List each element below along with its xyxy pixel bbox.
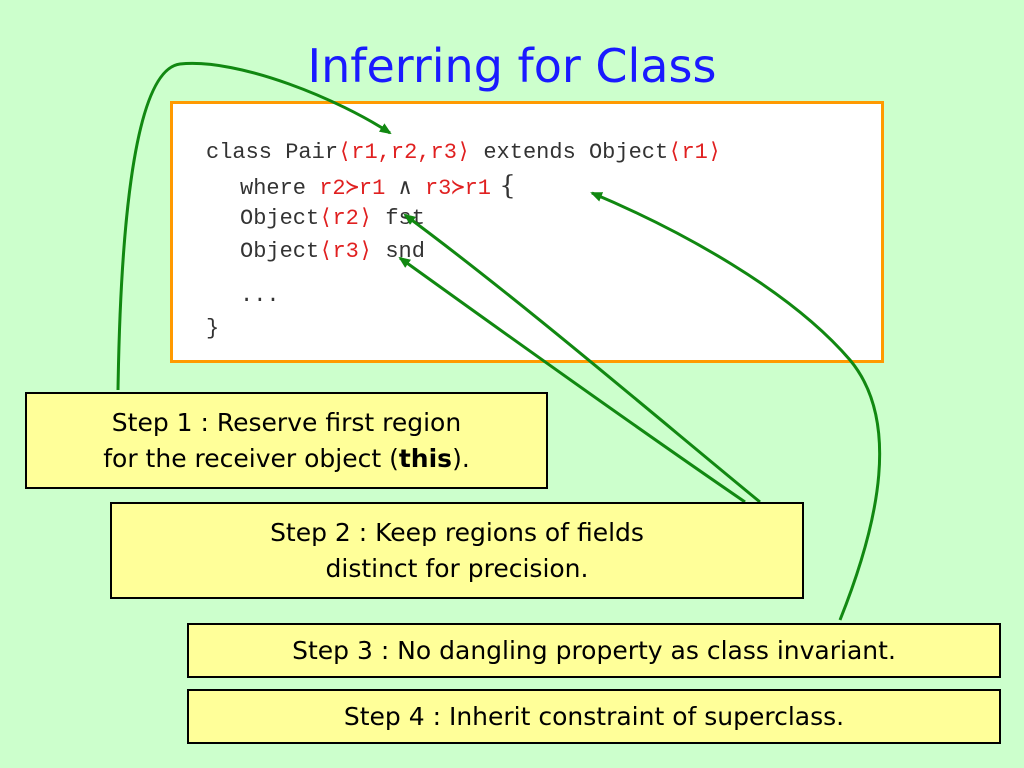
arrow-step3 (590, 191, 882, 621)
step4-box: Step 4 : Inherit constraint of superclas… (187, 689, 1001, 744)
slide-title: Inferring for Class (307, 39, 717, 93)
this-keyword: this (398, 443, 453, 473)
arrow-step2-snd (398, 256, 746, 504)
step2-line2: distinct for precision. (325, 553, 589, 583)
step3-text: Step 3 : No dangling property as class i… (292, 635, 896, 665)
step2-box: Step 2 : Keep regions of fields distinct… (110, 502, 804, 599)
step3-box: Step 3 : No dangling property as class i… (187, 623, 1001, 678)
step1-line2: for the receiver object (this). (103, 443, 470, 473)
step4-text: Step 4 : Inherit constraint of superclas… (343, 701, 845, 731)
step1-box: Step 1 : Reserve first region for the re… (25, 392, 548, 489)
code-line-where-clause: where r2≻r1 ∧ r3≻r1 { (240, 171, 516, 201)
code-line-closing-brace: } (206, 316, 220, 341)
arrow-step2-fst (403, 213, 761, 504)
code-line-field-fst: Object⟨r2⟩ fst (240, 206, 425, 231)
step1-line1: Step 1 : Reserve first region (111, 407, 462, 437)
arrow-step1 (116, 61, 392, 391)
code-box: class Pair⟨r1,r2,r3⟩ extends Object⟨r1⟩ … (170, 101, 884, 363)
code-line-field-snd: Object⟨r3⟩ snd (240, 239, 425, 264)
step2-line1: Step 2 : Keep regions of fields (270, 517, 644, 547)
code-line-class-decl: class Pair⟨r1,r2,r3⟩ extends Object⟨r1⟩ (206, 140, 722, 165)
code-line-ellipsis: ... (240, 283, 280, 308)
